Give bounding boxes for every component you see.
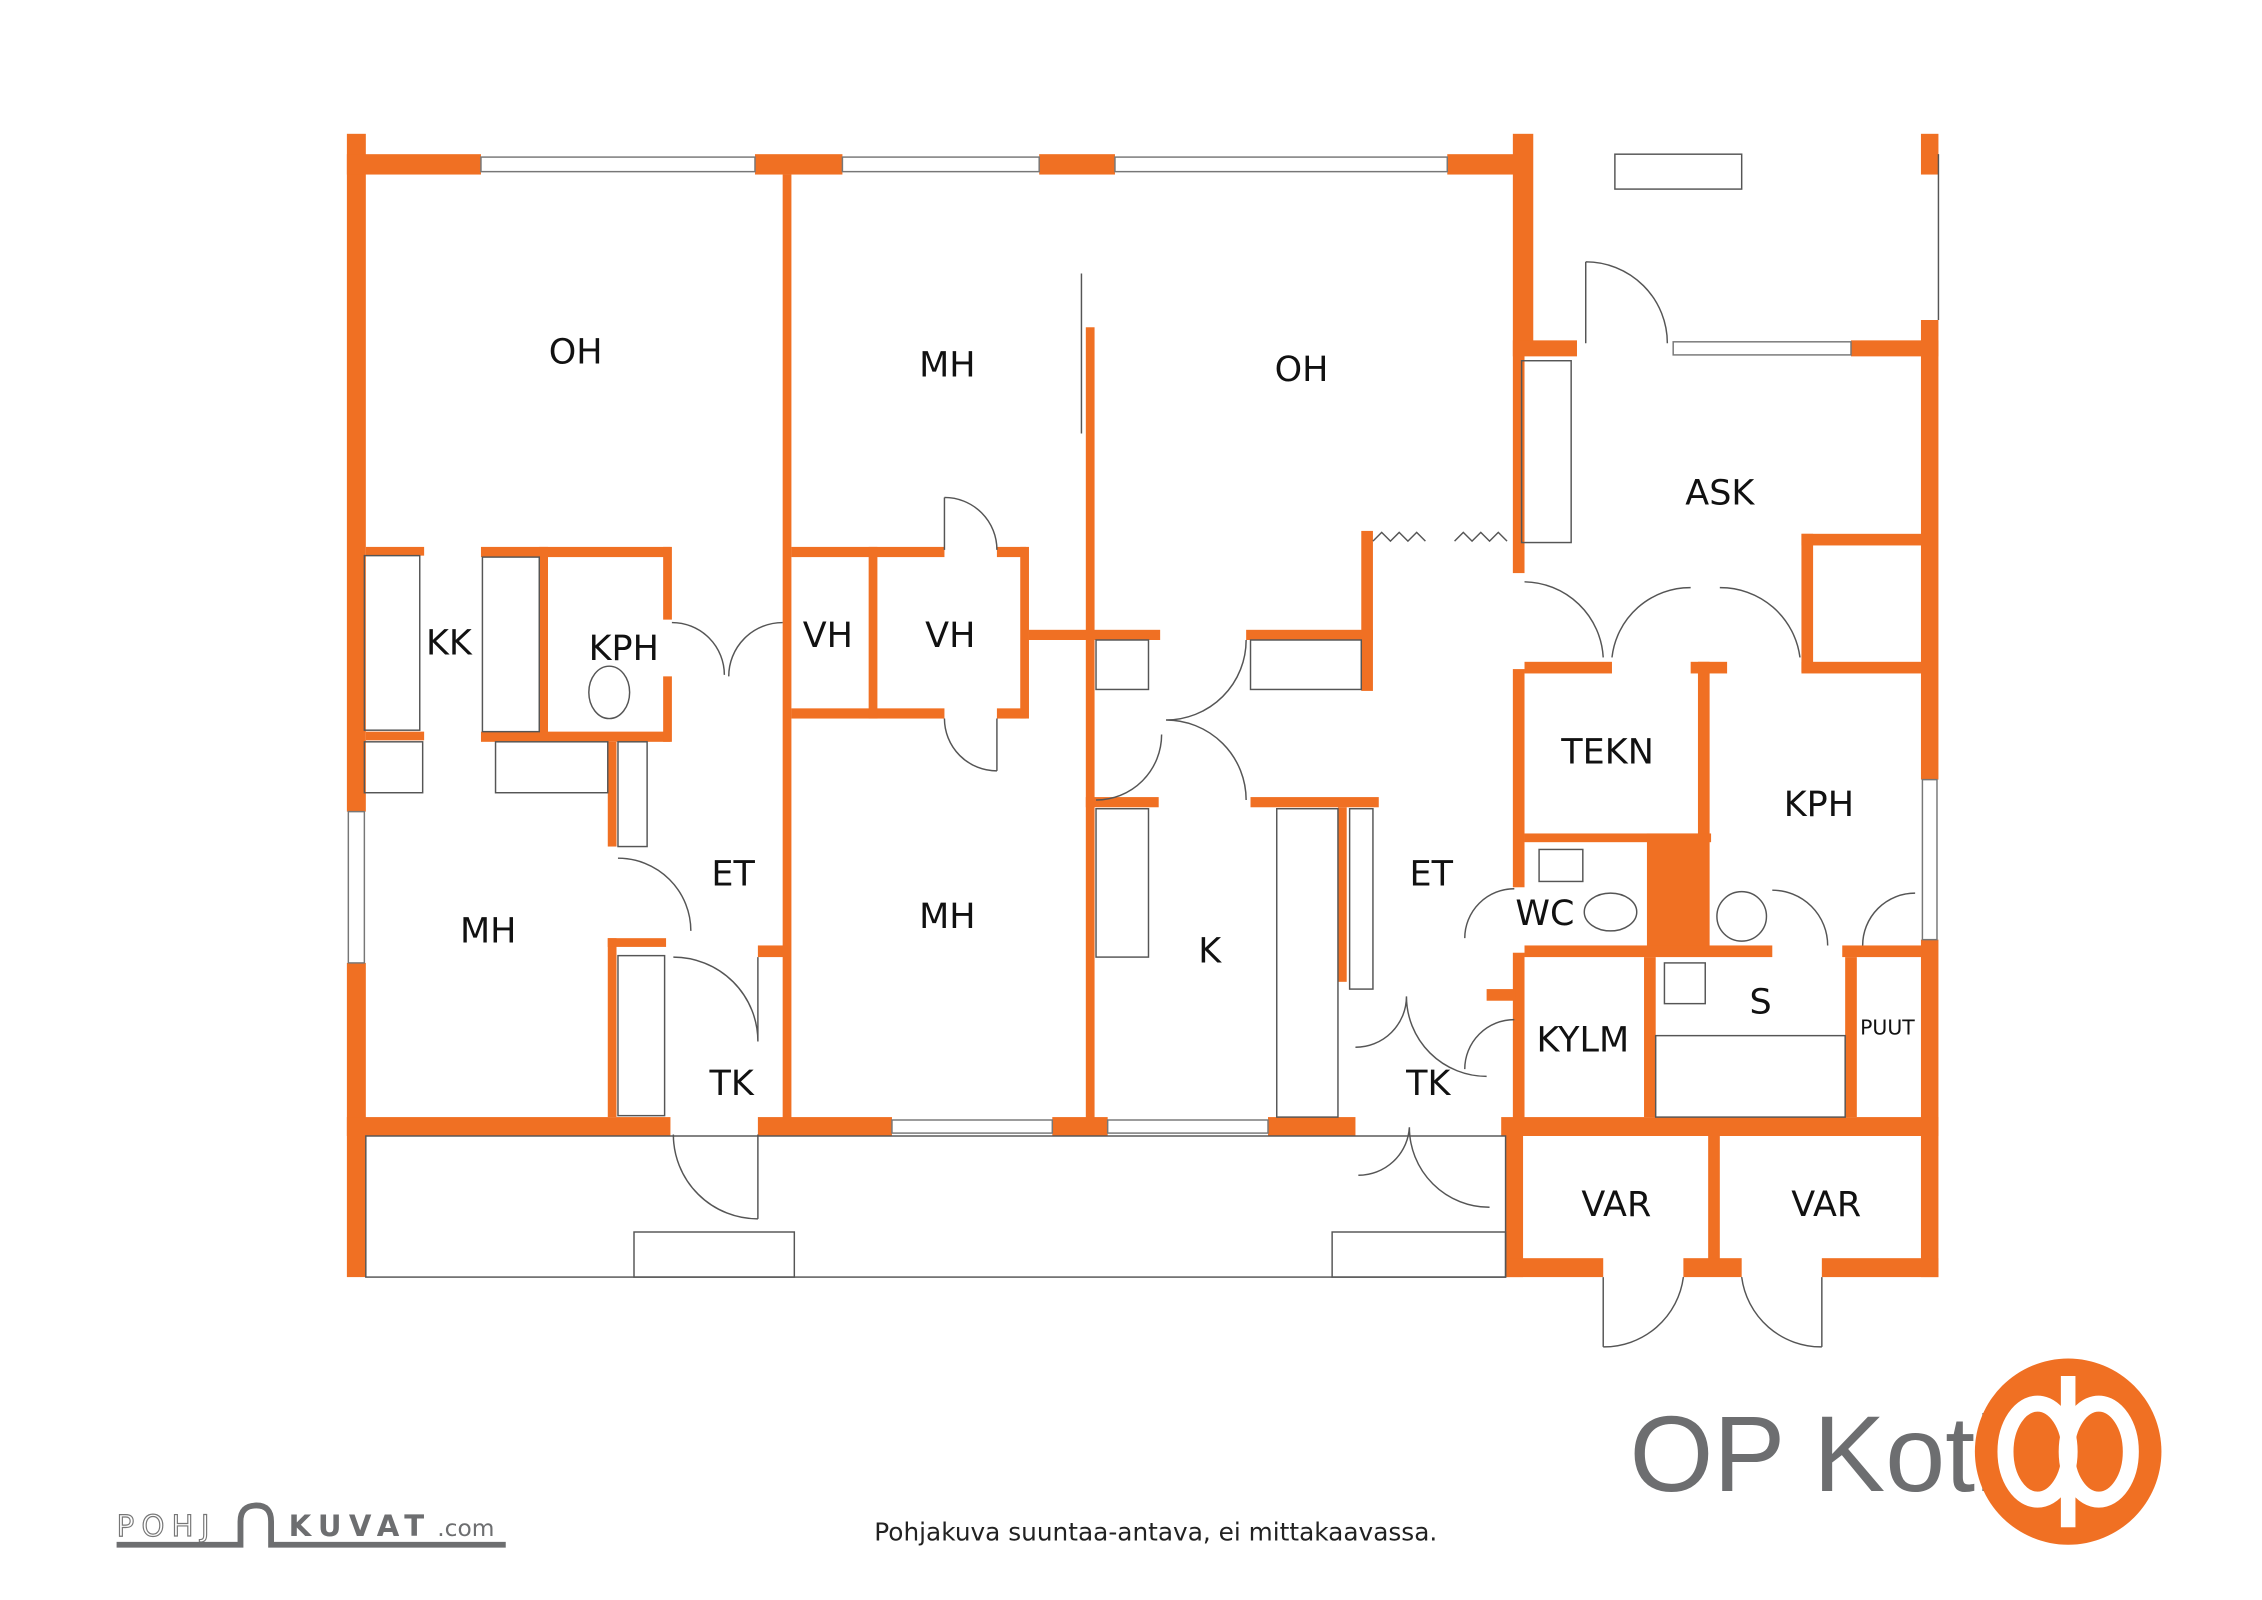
room-label-ask: ASK	[1685, 474, 1755, 514]
windows	[347, 156, 1938, 1134]
room-label-kph: KPH	[589, 629, 659, 669]
disclaimer: Pohjakuva suuntaa-antava, ei mittakaavas…	[874, 1517, 1437, 1546]
fixtures-and-doors	[363, 153, 1940, 1348]
room-label-tk: TK	[1405, 1064, 1451, 1104]
room-label-tk: TK	[708, 1064, 754, 1104]
op-logo-icon	[1974, 1358, 2162, 1545]
room-label-tekn: TEKN	[1560, 732, 1654, 772]
room-label-puut: PUUT	[1860, 1015, 1915, 1039]
room-label-mh: MH	[919, 346, 975, 386]
room-label-s: S	[1750, 983, 1772, 1023]
pohjakuvat-logo: POHJ KUVAT .com	[116, 1502, 506, 1548]
room-label-kph: KPH	[1784, 785, 1854, 825]
room-labels: OH MH OH ASK KK KPH VH VH TEKN KPH ET MH…	[426, 332, 1915, 1224]
room-label-var: VAR	[1581, 1185, 1651, 1225]
room-label-var: VAR	[1791, 1185, 1861, 1225]
svg-text:.com: .com	[437, 1515, 494, 1542]
room-label-et: ET	[1410, 855, 1454, 895]
svg-text:POHJ: POHJ	[117, 1509, 217, 1543]
room-label-et: ET	[711, 855, 755, 895]
walls	[346, 133, 1939, 1278]
room-label-mh: MH	[919, 897, 975, 937]
room-label-vh: VH	[925, 616, 975, 656]
brand-name: OP Koti	[1629, 1393, 1999, 1514]
room-label-oh: OH	[549, 332, 603, 372]
room-label-oh: OH	[1275, 350, 1329, 390]
room-label-kk: KK	[426, 623, 473, 663]
room-label-kylm: KYLM	[1536, 1020, 1629, 1060]
room-label-wc: WC	[1515, 894, 1574, 934]
svg-text:KUVAT: KUVAT	[289, 1509, 432, 1543]
room-label-vh: VH	[803, 616, 853, 656]
room-label-mh: MH	[460, 911, 516, 951]
room-label-k: K	[1198, 932, 1222, 972]
